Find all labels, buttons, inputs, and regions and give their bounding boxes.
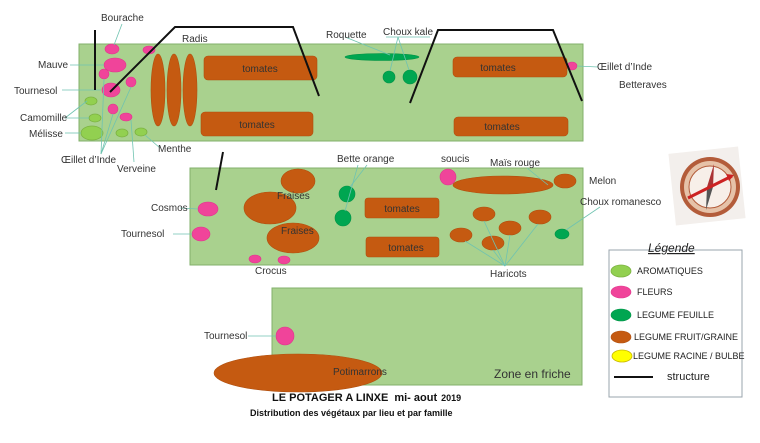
tomato-row: tomates [452,56,568,78]
svg-text:tomates: tomates [388,243,424,254]
svg-text:tomates: tomates [480,63,516,74]
melon-plant [553,173,577,189]
label-camomille: Camomille [20,113,68,124]
label-roquette: Roquette [326,30,367,41]
romanesco-plant [554,228,570,240]
label-bette: Bette orange [337,154,395,165]
legend-legume-fruit: LEGUME FRUIT/GRAINE [634,332,738,342]
svg-text:tomates: tomates [242,64,278,75]
potimarrons [213,353,383,393]
label-cosmos: Cosmos [151,203,188,214]
roquette-row [344,53,420,61]
strawberries [243,168,320,254]
label-mais: Maïs rouge [490,158,540,169]
haricots [449,206,552,267]
structures [94,26,583,191]
radis-rows [150,53,198,127]
label-verveine: Verveine [117,164,156,175]
label-mauve: Mauve [38,60,68,71]
label-choux-kale: Choux kale [383,27,433,38]
label-fraises-2: Fraises [281,226,314,237]
cosmos-plant [197,201,219,217]
mais-row [452,175,554,195]
crocus-plant [277,255,291,265]
label-potimarrons: Potimarrons [333,367,387,378]
tomato-row: tomates [453,116,569,137]
label-melon: Melon [589,176,616,187]
label-radis: Radis [182,34,208,45]
legend: Légende AROMATIQUES FLEURS LEGUME FEUILL… [608,241,745,398]
legend-legume-racine: LEGUME RACINE / BULBE [633,351,745,361]
kale-plant [382,70,396,84]
kale-plant [402,69,418,85]
label-melisse: Mélisse [29,129,63,140]
legend-structure: structure [667,371,710,383]
soucis-plant [439,168,457,186]
label-betteraves: Betteraves [619,80,667,91]
leader-lines-bed1 [62,23,161,163]
svg-text:tomates: tomates [239,120,275,131]
tomato-row: tomates [365,236,440,258]
label-tournesol-3: Tournesol [204,331,247,342]
label-tournesol-2: Tournesol [121,229,164,240]
bette-plant [334,209,352,227]
tournesol-plant [191,226,211,242]
legend-legume-feuille: LEGUME FEUILLE [637,310,714,320]
label-menthe: Menthe [158,144,192,155]
label-tournesol: Tournesol [14,86,57,97]
label-crocus: Crocus [255,266,287,277]
legend-aromatiques: AROMATIQUES [637,266,703,276]
svg-text:tomates: tomates [484,122,520,133]
compass-icon [668,146,746,226]
bette-plant [338,185,356,203]
label-oeillet-right: Œillet d’Inde [597,62,652,73]
label-haricots: Haricots [490,269,527,280]
legend-fleurs: FLEURS [637,287,673,297]
legend-title: Légende [648,241,695,255]
tomato-row: tomates [200,111,314,137]
label-bourache: Bourache [101,13,144,24]
label-fraises-1: Fraises [277,191,310,202]
svg-text:tomates: tomates [384,204,420,215]
label-romanesco: Choux romanesco [580,197,662,208]
tomato-row: tomates [203,55,318,81]
label-oeillet: Œillet d’Inde [61,155,116,166]
tomato-row: tomates [364,197,440,219]
label-zone-friche: Zone en friche [494,367,571,381]
crocus-plant [248,254,262,264]
aromatics-bed1 [80,96,148,141]
tournesol-plant [275,326,295,346]
label-soucis: soucis [441,154,469,165]
subtitle: Distribution des végétaux par lieu et pa… [250,408,453,418]
